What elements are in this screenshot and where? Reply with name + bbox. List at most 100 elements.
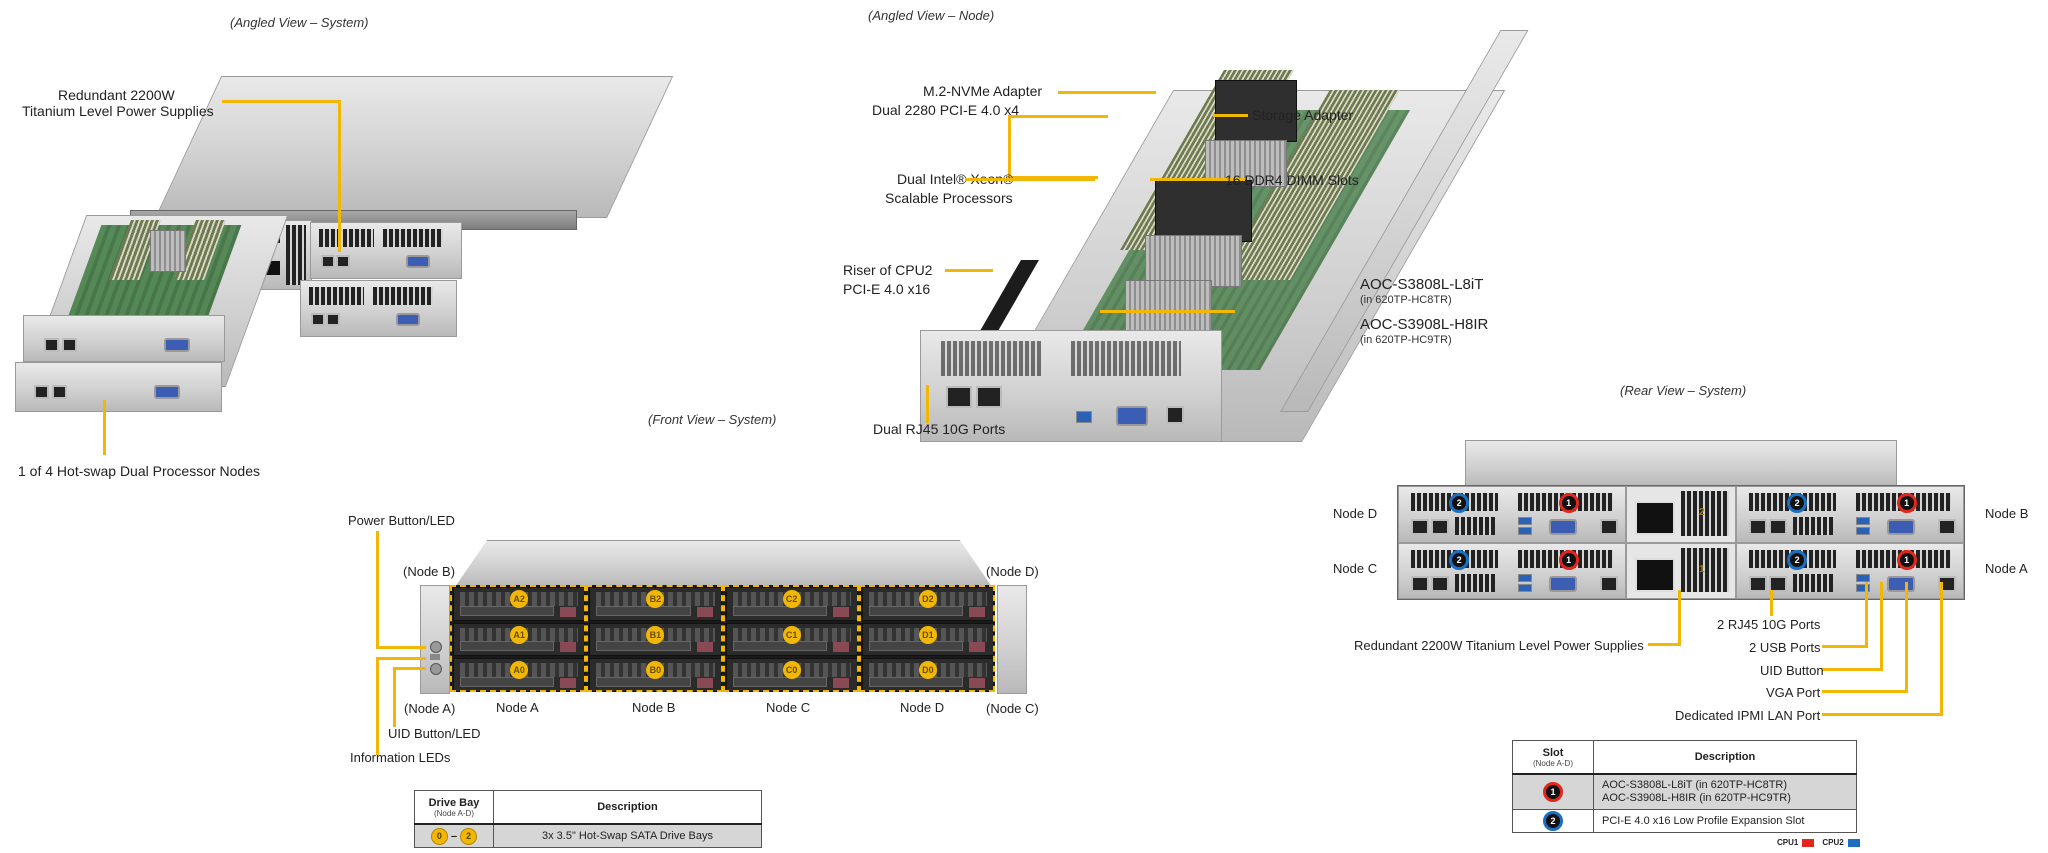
header-label: Drive Bay	[428, 796, 480, 809]
rj45-port	[1411, 575, 1429, 592]
slot-2-marker: 2	[1449, 493, 1470, 513]
callout-line	[376, 657, 426, 660]
callout-line	[945, 269, 993, 272]
pcie-grille	[309, 287, 364, 305]
rj45-port	[34, 385, 49, 399]
drive-bay-badge: C0	[782, 661, 801, 680]
slot-description-line: AOC-S3808L-L8iT (in 620TP-HC8TR)	[1602, 779, 1788, 791]
drive-latch	[560, 642, 577, 653]
range-separator: –	[450, 830, 458, 842]
slot-1-marker: 1	[1896, 493, 1917, 513]
header-sublabel: (Node A-D)	[1532, 758, 1573, 768]
uid-button-led[interactable]	[430, 663, 442, 675]
drive-bay-header: Drive Bay (Node A-D)	[414, 790, 494, 825]
label-aoc1-note: (in 620TP-HC8TR)	[1360, 294, 1452, 306]
table-header-row: Slot (Node A-D) Description	[1512, 740, 1857, 775]
vga-port	[1549, 575, 1578, 592]
drive-bay[interactable]: B0	[589, 658, 722, 692]
label-node-d-paren: (Node D)	[986, 564, 1039, 579]
drive-latch	[560, 677, 577, 688]
drive-latch	[969, 606, 985, 617]
table-header-row: Drive Bay (Node A-D) Description	[414, 790, 762, 825]
slot-1-marker: 1	[1558, 549, 1579, 570]
node-rear-panel	[920, 330, 1222, 442]
drive-bay[interactable]: C2	[725, 587, 858, 621]
callout-line	[393, 667, 396, 727]
front-node-label: Node C	[766, 700, 811, 715]
rj45-port	[946, 386, 972, 408]
node-rear	[300, 280, 457, 337]
cpu1-heatsink	[1205, 140, 1287, 187]
callout-line	[1008, 176, 1098, 179]
vga-port	[154, 385, 180, 399]
rj45-port	[321, 255, 335, 268]
callout-line	[103, 400, 106, 455]
drive-latch	[696, 677, 713, 688]
left-ear	[420, 585, 450, 694]
cpu2-cover	[1155, 180, 1252, 242]
drive-bay[interactable]: C0	[725, 658, 858, 692]
drive-bay[interactable]: A1	[453, 622, 586, 657]
label-node-a: Node A	[1985, 561, 2028, 576]
drive-handle	[732, 641, 827, 652]
chassis-top	[1465, 440, 1897, 487]
label-rj45-node: Dual RJ45 10G Ports	[873, 421, 1006, 437]
psu-number: 2	[1699, 507, 1705, 518]
callout-line	[1213, 114, 1248, 117]
rj45-port	[62, 338, 77, 352]
drive-bay-badge: B2	[646, 590, 665, 608]
rj45-port	[52, 385, 67, 399]
rj45-port	[326, 313, 340, 326]
chassis-top	[455, 540, 992, 587]
bay-0-badge: 0	[430, 827, 448, 845]
power-button-led[interactable]	[430, 641, 442, 653]
description-header: Description	[1593, 740, 1857, 775]
drive-latch	[696, 642, 713, 653]
rj45-port	[976, 386, 1002, 408]
vga-port	[1887, 519, 1916, 535]
drive-bay-badge: A2	[510, 590, 529, 608]
slot-description: AOC-S3808L-L8iT (in 620TP-HC8TR) AOC-S39…	[1593, 773, 1857, 810]
drive-bay[interactable]: A2	[453, 587, 586, 621]
drive-bay[interactable]: D2	[861, 587, 994, 621]
drive-bay[interactable]: A0	[453, 658, 586, 692]
callout-line	[1822, 690, 1908, 693]
table-row: 0 – 2 3x 3.5" Hot-Swap SATA Drive Bays	[414, 823, 762, 848]
slot-cell: 1	[1512, 773, 1594, 810]
description-header: Description	[493, 790, 762, 825]
right-ear	[997, 585, 1027, 694]
legend-cpu2-swatch	[1847, 838, 1860, 847]
label-aoc2: AOC-S3908L-H8IR	[1360, 316, 1489, 333]
node-rear	[15, 362, 222, 412]
node-group-outline	[450, 585, 587, 692]
caption-angled-node: (Angled View – Node)	[868, 8, 995, 23]
drive-bay[interactable]: B2	[589, 587, 722, 621]
psu-ac-inlet	[1635, 501, 1675, 535]
rj45-port	[1749, 519, 1767, 535]
drive-bay[interactable]: C1	[725, 622, 858, 657]
label-rear-usb: 2 USB Ports	[1749, 640, 1821, 655]
label-riser-line1: Riser of CPU2	[843, 262, 933, 278]
psu-fan	[1681, 491, 1729, 536]
drive-handle	[596, 641, 691, 652]
cpu1-cover	[1215, 80, 1297, 142]
callout-line	[1940, 582, 1943, 716]
callout-line	[376, 646, 426, 649]
label-node-d: Node D	[1333, 506, 1378, 521]
label-rear-uid: UID Button	[1760, 663, 1824, 678]
label-aoc1: AOC-S3808L-L8iT	[1360, 276, 1484, 293]
drive-bay[interactable]: D1	[861, 622, 994, 657]
vga-port	[396, 313, 420, 326]
front-node-label: Node D	[900, 700, 945, 715]
drive-handle	[460, 676, 555, 687]
legend-cpu1-swatch	[1802, 838, 1815, 847]
ipmi-lan-port	[1937, 519, 1956, 535]
legend-cpu1-label: CPU1	[1777, 838, 1799, 847]
drive-bay[interactable]: B1	[589, 622, 722, 657]
drive-latch	[832, 642, 849, 653]
psu-fan	[286, 225, 306, 285]
pcie-grille	[319, 229, 374, 247]
